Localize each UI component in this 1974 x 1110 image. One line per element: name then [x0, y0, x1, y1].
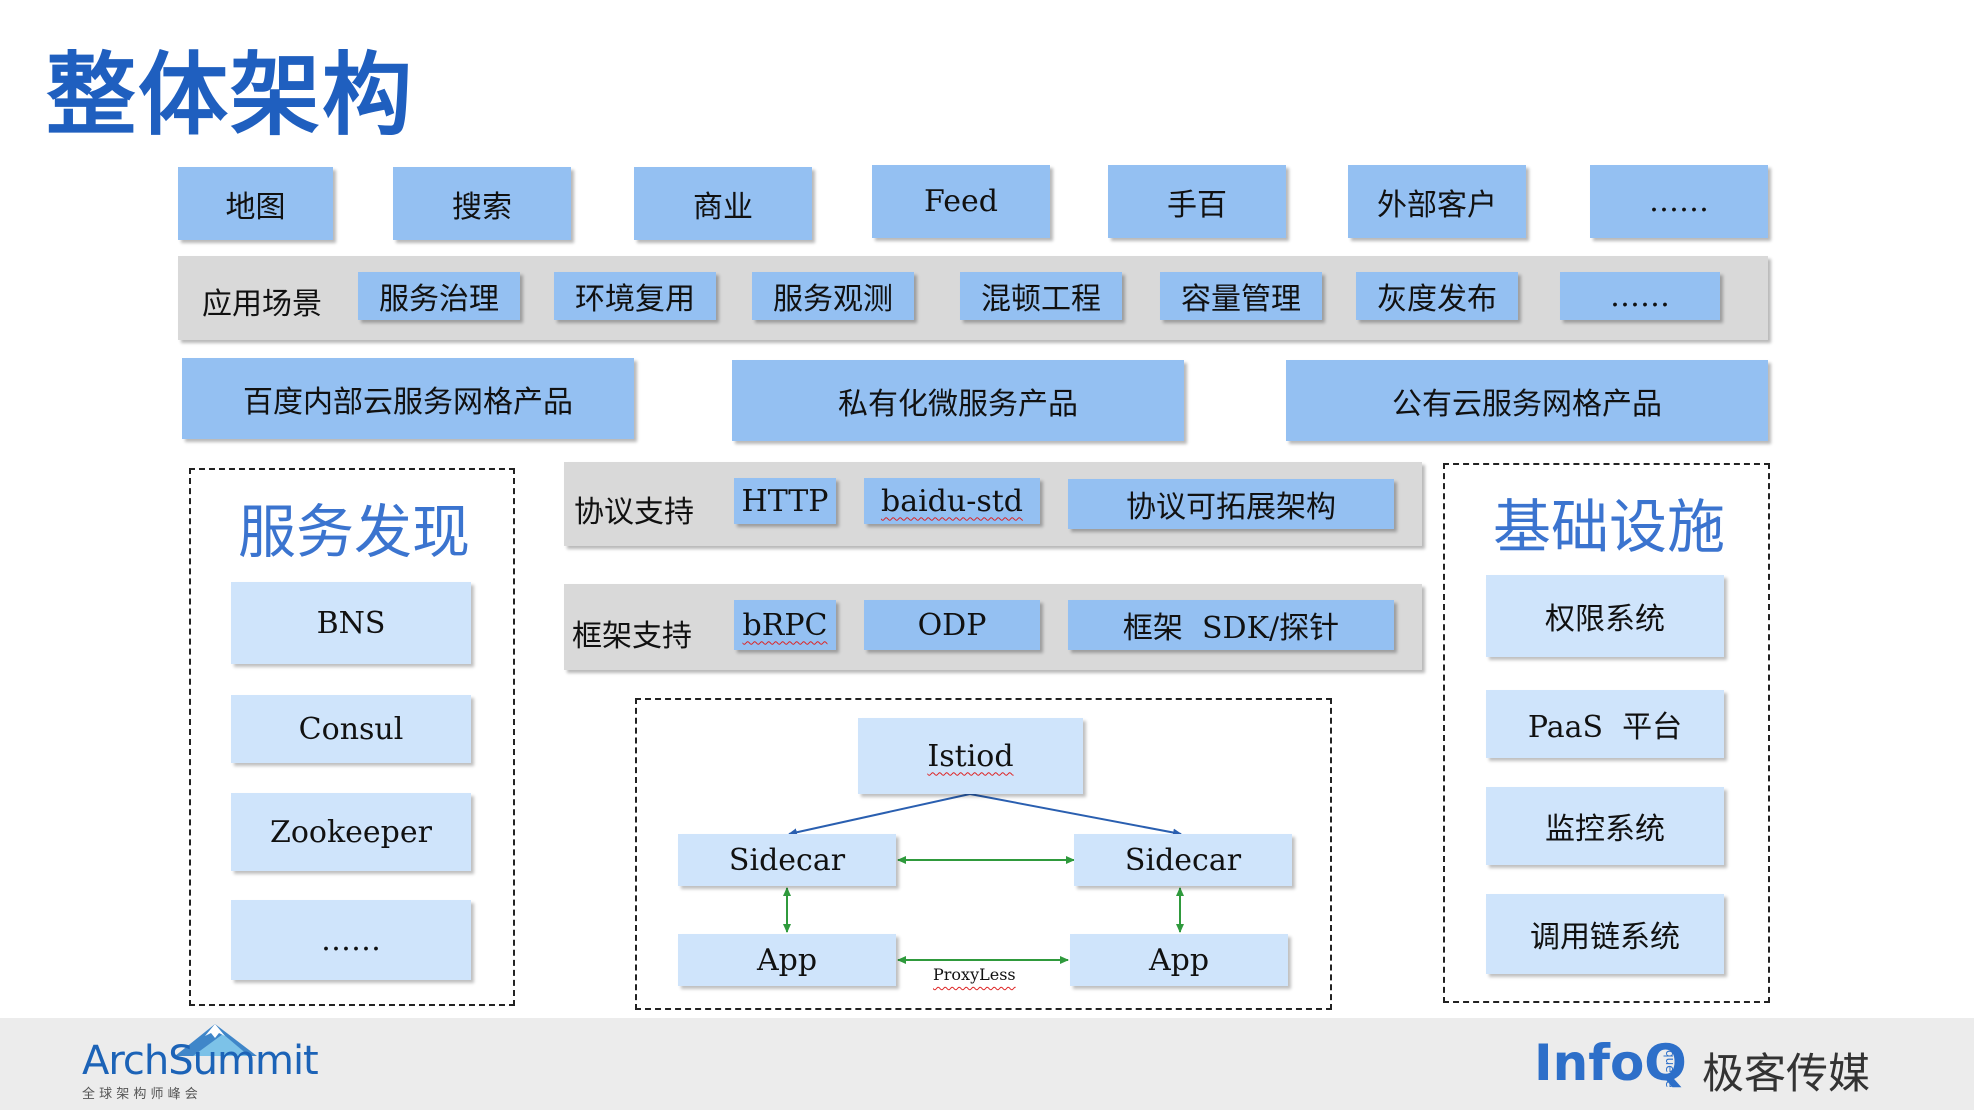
top-item-commerce: 商业 — [634, 167, 812, 240]
infra-monitoring: 监控系统 — [1486, 787, 1724, 865]
proxyless-label: ProxyLess — [933, 965, 1016, 984]
top-item-more: …… — [1590, 165, 1768, 238]
scenario-chaos: 混顿工程 — [960, 272, 1122, 320]
istiod-to-right-sidecar-arrow — [969, 793, 1182, 837]
right-sidecar-box: Sidecar — [1074, 834, 1292, 886]
discovery-zookeeper: Zookeeper — [231, 793, 471, 871]
framework-label: 框架支持 — [572, 619, 692, 654]
mesh-diagram-panel — [635, 698, 1332, 1010]
archsummit-logo: ArchSummit — [82, 1038, 319, 1084]
protocol-extensible: 协议可拓展架构 — [1068, 479, 1394, 529]
page-title: 整体架构 — [46, 43, 414, 148]
discovery-consul: Consul — [231, 695, 471, 763]
product-public-mesh: 公有云服务网格产品 — [1286, 360, 1768, 441]
top-item-map: 地图 — [178, 167, 333, 240]
infra-permission: 权限系统 — [1486, 575, 1724, 657]
framework-brpc: bRPC — [734, 600, 836, 650]
protocol-baidu-std: baidu-std — [864, 478, 1040, 524]
archsummit-mountain-icon — [175, 1024, 257, 1056]
scenario-capacity: 容量管理 — [1160, 272, 1322, 320]
infra-tracing: 调用链系统 — [1486, 894, 1724, 974]
service-discovery-panel — [189, 468, 515, 1006]
protocol-label: 协议支持 — [574, 495, 694, 530]
discovery-bns: BNS — [231, 582, 471, 664]
framework-odp: ODP — [864, 600, 1040, 650]
infoq-logo: InfoQ — [1534, 1034, 1687, 1092]
scenario-env-reuse: 环境复用 — [554, 272, 716, 320]
scenario-gray-release: 灰度发布 — [1356, 272, 1518, 320]
scenarios-label: 应用场景 — [202, 287, 322, 322]
scenario-observability: 服务观测 — [752, 272, 914, 320]
footer-bar — [0, 1018, 1974, 1110]
product-private-microservice: 私有化微服务产品 — [732, 360, 1184, 441]
top-item-search: 搜索 — [393, 167, 571, 240]
top-item-shoubai: 手百 — [1108, 165, 1286, 238]
service-discovery-title: 服务发现 — [238, 498, 471, 566]
infoq-small-text: queue — [1663, 1050, 1677, 1088]
framework-sdk-probe: 框架 SDK/探针 — [1068, 600, 1394, 650]
infrastructure-panel — [1443, 463, 1770, 1003]
infrastructure-title: 基础设施 — [1493, 493, 1726, 561]
archsummit-subtitle: 全 球 架 构 师 峰 会 — [82, 1087, 198, 1102]
left-app-box: App — [678, 934, 896, 986]
infra-paas: PaaS 平台 — [1486, 690, 1724, 758]
discovery-more: …… — [231, 900, 471, 980]
protocol-http: HTTP — [734, 478, 836, 524]
geek-media-logo: 极客传媒 — [1702, 1049, 1871, 1098]
scenario-more: …… — [1560, 272, 1720, 320]
top-item-feed: Feed — [872, 165, 1050, 238]
istiod-box: Istiod — [858, 718, 1083, 794]
right-app-box: App — [1070, 934, 1288, 986]
left-sidecar-box: Sidecar — [678, 834, 896, 886]
top-item-external: 外部客户 — [1348, 165, 1526, 238]
scenario-service-governance: 服务治理 — [358, 272, 520, 320]
product-internal-mesh: 百度内部云服务网格产品 — [182, 358, 634, 439]
istiod-to-left-sidecar-arrow — [788, 793, 971, 837]
